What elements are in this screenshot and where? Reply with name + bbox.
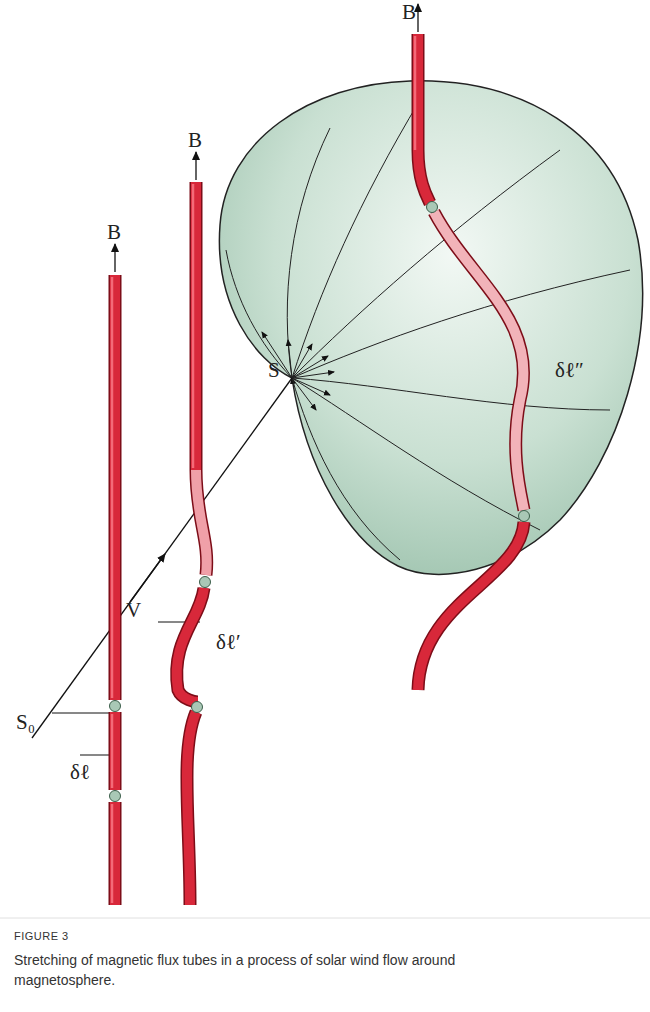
point-label: S xyxy=(268,360,280,381)
figure-number: FIGURE 3 xyxy=(14,930,69,942)
length-label: δℓ′ xyxy=(216,632,241,653)
magnetosphere xyxy=(219,81,642,574)
flow-line xyxy=(32,378,292,738)
tick-line xyxy=(80,755,109,756)
field-label: B xyxy=(402,2,416,23)
velocity-label: V xyxy=(126,600,141,621)
flux-tubes xyxy=(112,34,524,905)
field-arrow xyxy=(417,4,418,32)
velocity-arrow xyxy=(130,554,165,602)
figure-caption: Stretching of magnetic flux tubes in a p… xyxy=(14,950,484,990)
separator xyxy=(0,918,650,919)
length-label: δℓ xyxy=(70,762,90,783)
field-arrow xyxy=(195,152,196,180)
field-label: B xyxy=(188,130,202,151)
tick-line xyxy=(52,713,109,714)
field-arrow xyxy=(114,244,115,272)
joint-spheres xyxy=(110,202,530,802)
length-label: δℓ″ xyxy=(555,360,584,381)
field-label: B xyxy=(107,222,121,243)
point-label: S₀ xyxy=(16,712,35,733)
field-lines xyxy=(226,100,630,560)
